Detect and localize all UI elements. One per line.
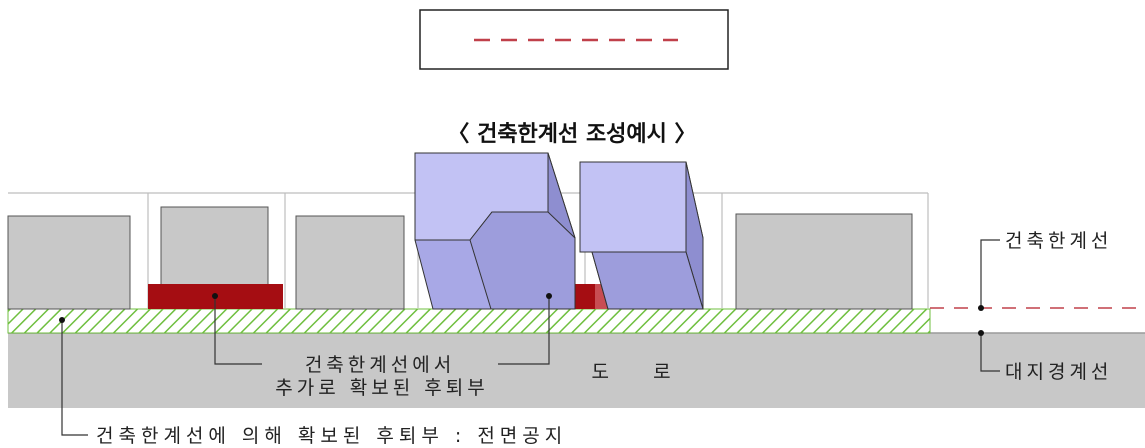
leader-lines <box>61 239 1000 436</box>
building-4 <box>735 213 913 310</box>
label-front-space: 건축한계선에 의해 확보된 후퇴부 : 전면공지 <box>96 425 567 447</box>
label-road: 도 로 <box>591 361 674 383</box>
label-lot-boundary: 대지경계선 <box>1005 361 1112 383</box>
label-building-line: 건축한계선 <box>1005 230 1112 252</box>
gray-buildings <box>7 206 913 310</box>
building-2 <box>160 206 269 286</box>
tall-building-2 <box>579 161 704 310</box>
road-area <box>8 333 1145 408</box>
label-setback-1: 건축한계선에서 <box>305 354 455 376</box>
tall-building-1 <box>414 152 576 310</box>
legend-box <box>419 9 729 70</box>
diagram-title: 〈 건축한계선 조성예시 〉 <box>447 122 696 147</box>
building-1 <box>7 215 131 310</box>
label-setback-2: 추가로 확보된 후퇴부 <box>275 377 488 399</box>
building-3 <box>295 215 405 310</box>
leader-dots <box>59 293 984 336</box>
front-space-hatch <box>7 308 931 334</box>
